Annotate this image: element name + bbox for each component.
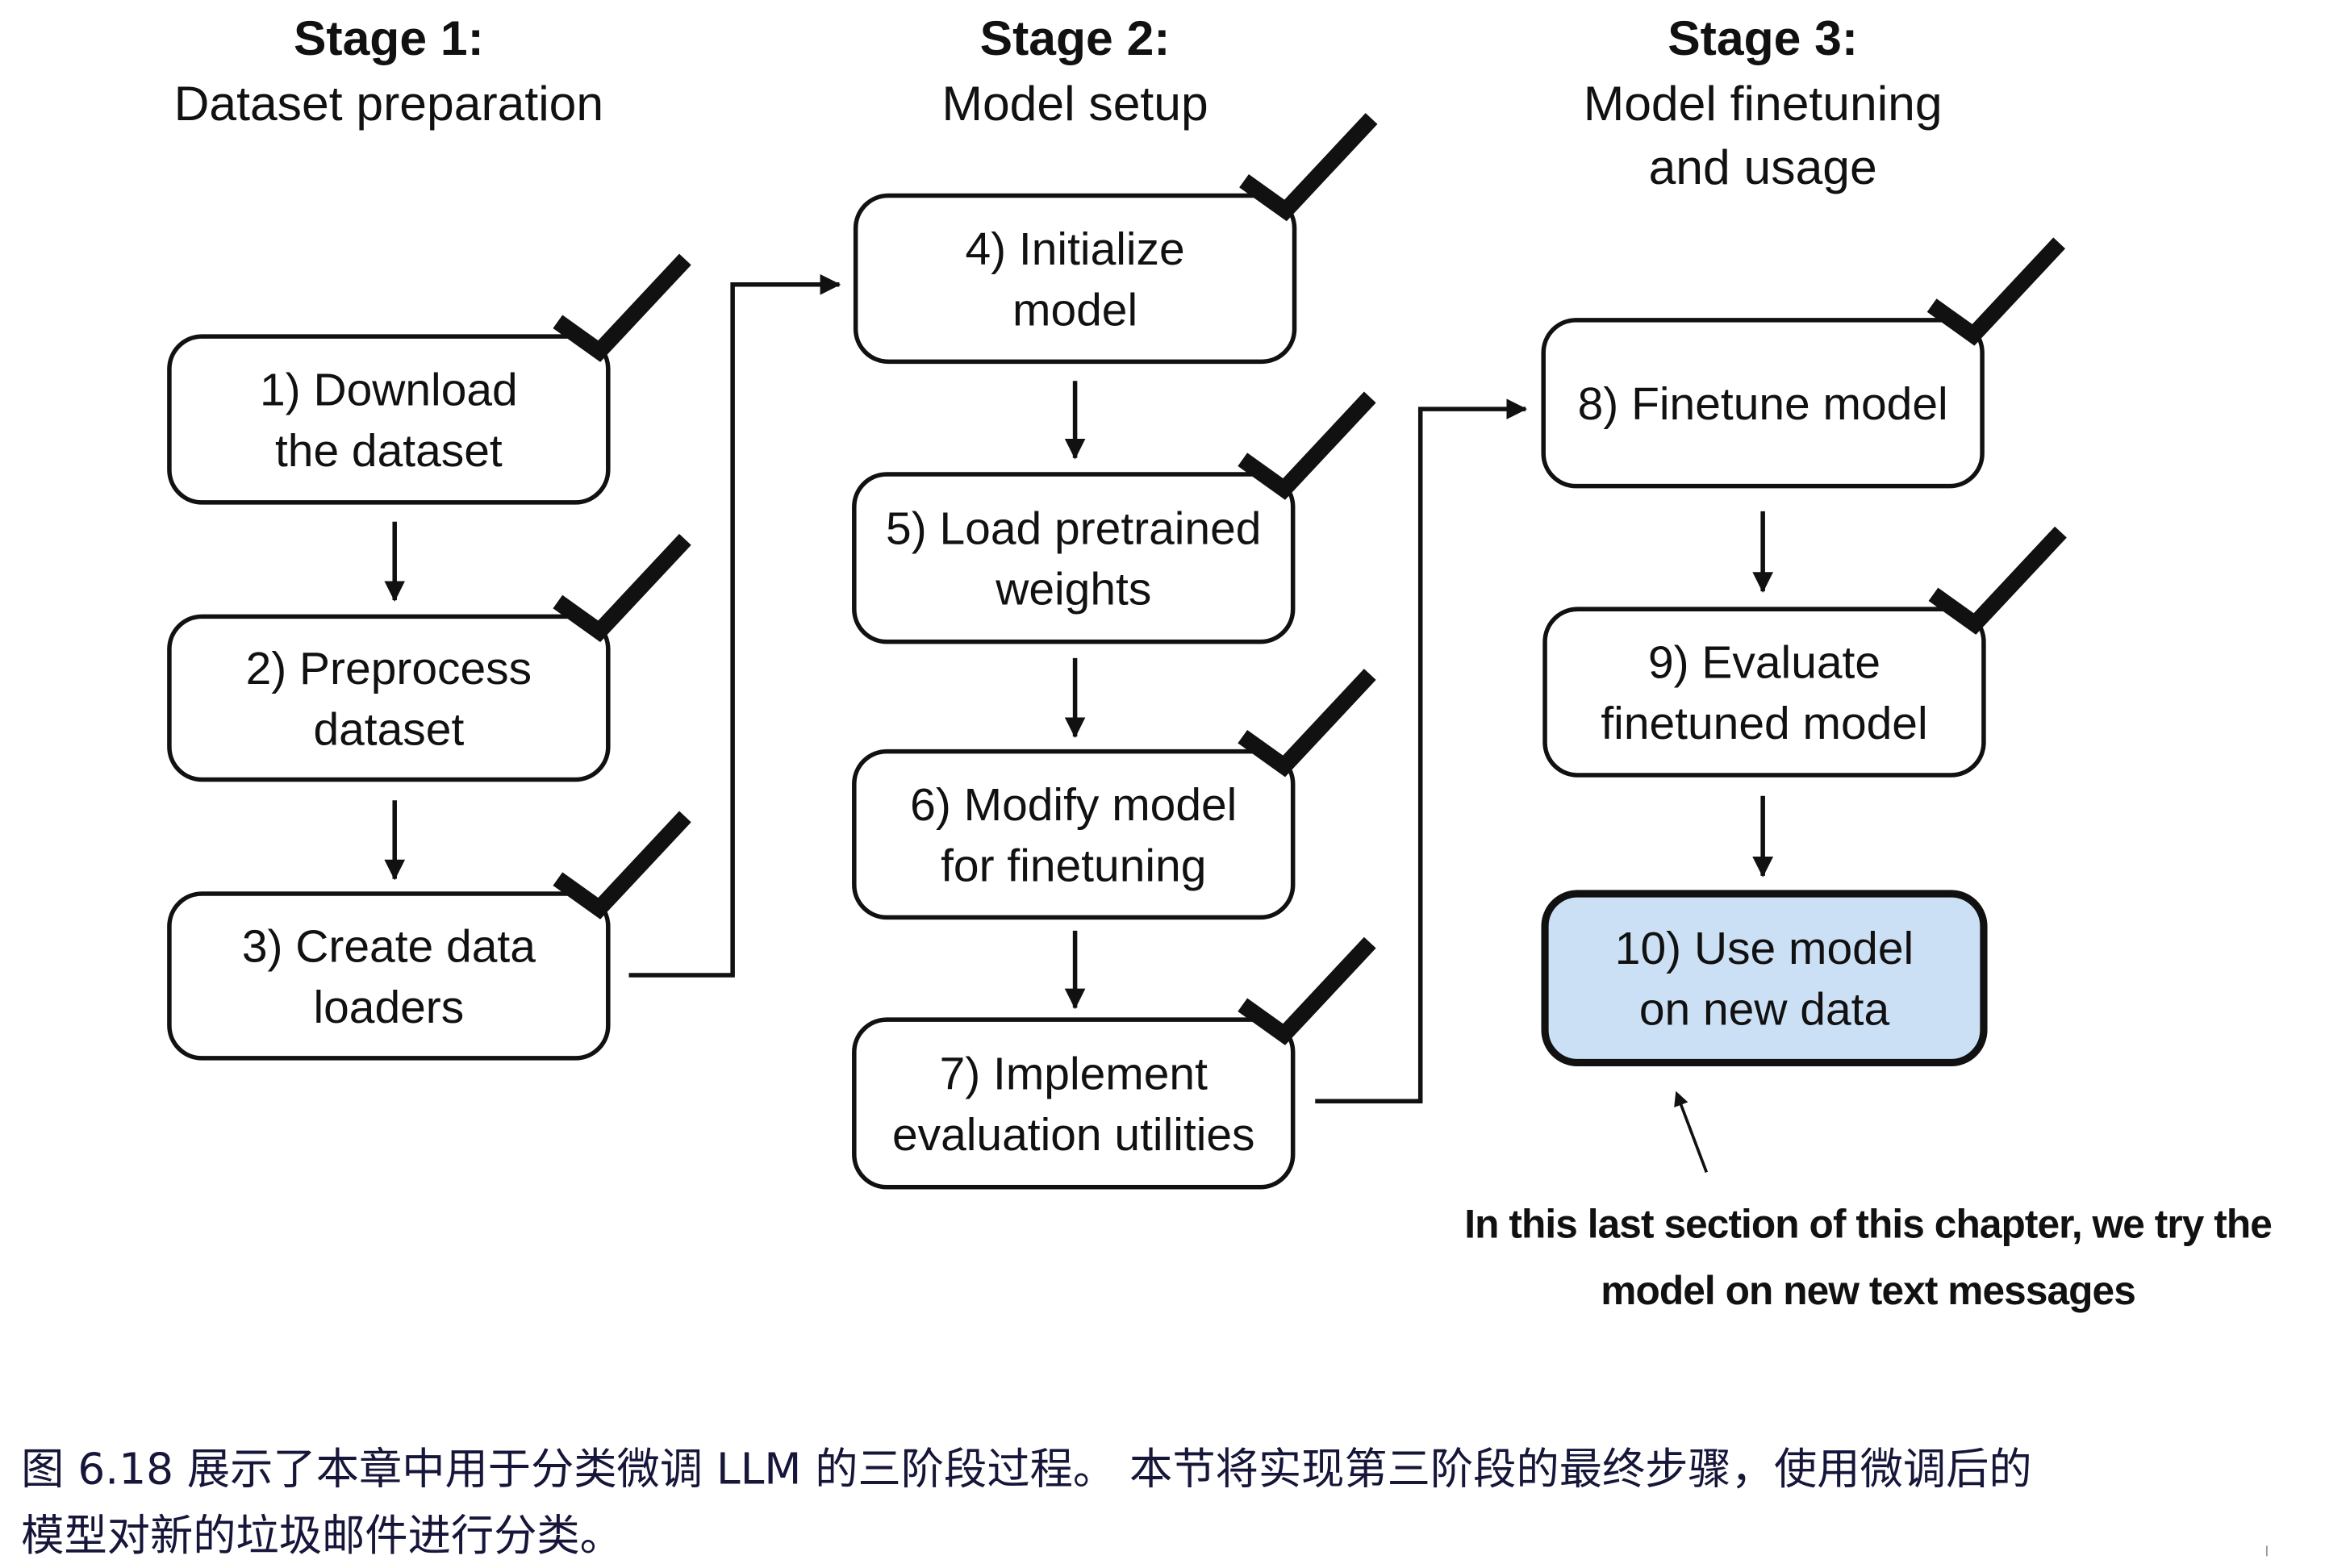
step-label: model xyxy=(1012,284,1137,336)
annotation-arrow xyxy=(1674,1091,1709,1174)
step-box-6: 6) Modify model for finetuning xyxy=(852,669,1376,920)
step-label: 2) Preprocess xyxy=(246,643,532,694)
annotation: In this last section of this chapter, we… xyxy=(1464,1201,2273,1313)
checkmark-icon xyxy=(1928,526,2067,635)
stage-subtitle: Model setup xyxy=(941,76,1208,131)
step-label: for finetuning xyxy=(941,840,1206,891)
step-label: 3) Create data xyxy=(242,920,536,972)
step-label: finetuned model xyxy=(1601,698,1927,749)
step-box-1: 1) Download the dataset xyxy=(167,253,691,505)
stage-3-header: Stage 3: Model finetuning and usage xyxy=(1584,10,1943,194)
connector-stage1-to-stage2 xyxy=(628,273,841,978)
step-box-5: 5) Load pretrained weights xyxy=(852,391,1376,644)
checkmark-icon xyxy=(1926,237,2066,346)
checkmark-icon xyxy=(1238,669,1376,778)
figure-caption: 图 6.18 展示了本章中用于分类微调 LLM 的三阶段过程。 本节将实现第三阶… xyxy=(21,1444,2031,1561)
step-label: 4) Initialize xyxy=(965,223,1184,275)
step-box-outline xyxy=(1541,890,1988,1067)
stage-title: Stage 2: xyxy=(980,10,1171,65)
step-box-outline xyxy=(1541,318,1985,489)
annotation-line: In this last section of this chapter, we… xyxy=(1464,1201,2272,1246)
step-label: 8) Finetune model xyxy=(1578,378,1948,430)
flow-arrows xyxy=(384,273,1774,1174)
step-box-10: 10) Use model on new data xyxy=(1541,890,1988,1067)
checkmark-icon xyxy=(553,253,691,362)
caption-line: 模型对新的垃圾邮件进行分类。 xyxy=(21,1511,623,1561)
step-box-9: 9) Evaluate finetuned model xyxy=(1542,526,2067,778)
step-box-2: 2) Preprocess dataset xyxy=(167,533,691,782)
step-box-outline xyxy=(852,1017,1296,1190)
step-label: 10) Use model xyxy=(1615,923,1914,974)
step-box-7: 7) Implement evaluation utilities xyxy=(852,936,1376,1190)
stage-1-header: Stage 1: Dataset preparation xyxy=(174,10,603,131)
step-box-outline xyxy=(167,614,611,782)
checkmark-icon xyxy=(1238,936,1376,1045)
step-label: loaders xyxy=(313,982,464,1033)
stage-title: Stage 1: xyxy=(294,10,484,65)
step-label: 7) Implement xyxy=(940,1049,1208,1100)
step-box-outline xyxy=(852,472,1296,644)
step-label: 1) Download xyxy=(260,365,518,416)
step-label: evaluation utilities xyxy=(892,1109,1255,1161)
step-label: weights xyxy=(995,564,1151,615)
step-label: 5) Load pretrained xyxy=(886,503,1261,554)
step-box-outline xyxy=(1542,607,1986,778)
stage-subtitle: Model finetuning xyxy=(1584,76,1943,131)
step-label: on new data xyxy=(1639,984,1890,1036)
checkmark-icon xyxy=(1239,113,1378,222)
stage-subtitle: and usage xyxy=(1649,140,1877,194)
step-box-outline xyxy=(853,193,1297,365)
step-label: 6) Modify model xyxy=(910,779,1237,831)
step-box-outline xyxy=(167,891,611,1061)
checkmark-icon xyxy=(1238,391,1376,500)
step-box-4: 4) Initialize model xyxy=(853,113,1378,365)
checkmark-icon xyxy=(553,533,691,643)
step-box-3: 3) Create data loaders xyxy=(167,811,691,1061)
step-label: the dataset xyxy=(275,425,503,477)
stage-title: Stage 3: xyxy=(1668,10,1858,65)
step-box-8: 8) Finetune model xyxy=(1541,237,2066,489)
step-box-outline xyxy=(852,749,1296,920)
connector-stage2-to-stage3 xyxy=(1315,398,1528,1103)
annotation-line: model on new text messages xyxy=(1601,1268,2135,1313)
checkmark-icon xyxy=(553,811,691,920)
step-label: dataset xyxy=(313,703,464,755)
step-label: 9) Evaluate xyxy=(1648,637,1880,689)
stage-2-header: Stage 2: Model setup xyxy=(941,10,1208,131)
stage-subtitle: Dataset preparation xyxy=(174,76,603,131)
step-box-outline xyxy=(167,334,611,505)
caption-line: 图 6.18 展示了本章中用于分类微调 LLM 的三阶段过程。 本节将实现第三阶… xyxy=(21,1444,2031,1494)
